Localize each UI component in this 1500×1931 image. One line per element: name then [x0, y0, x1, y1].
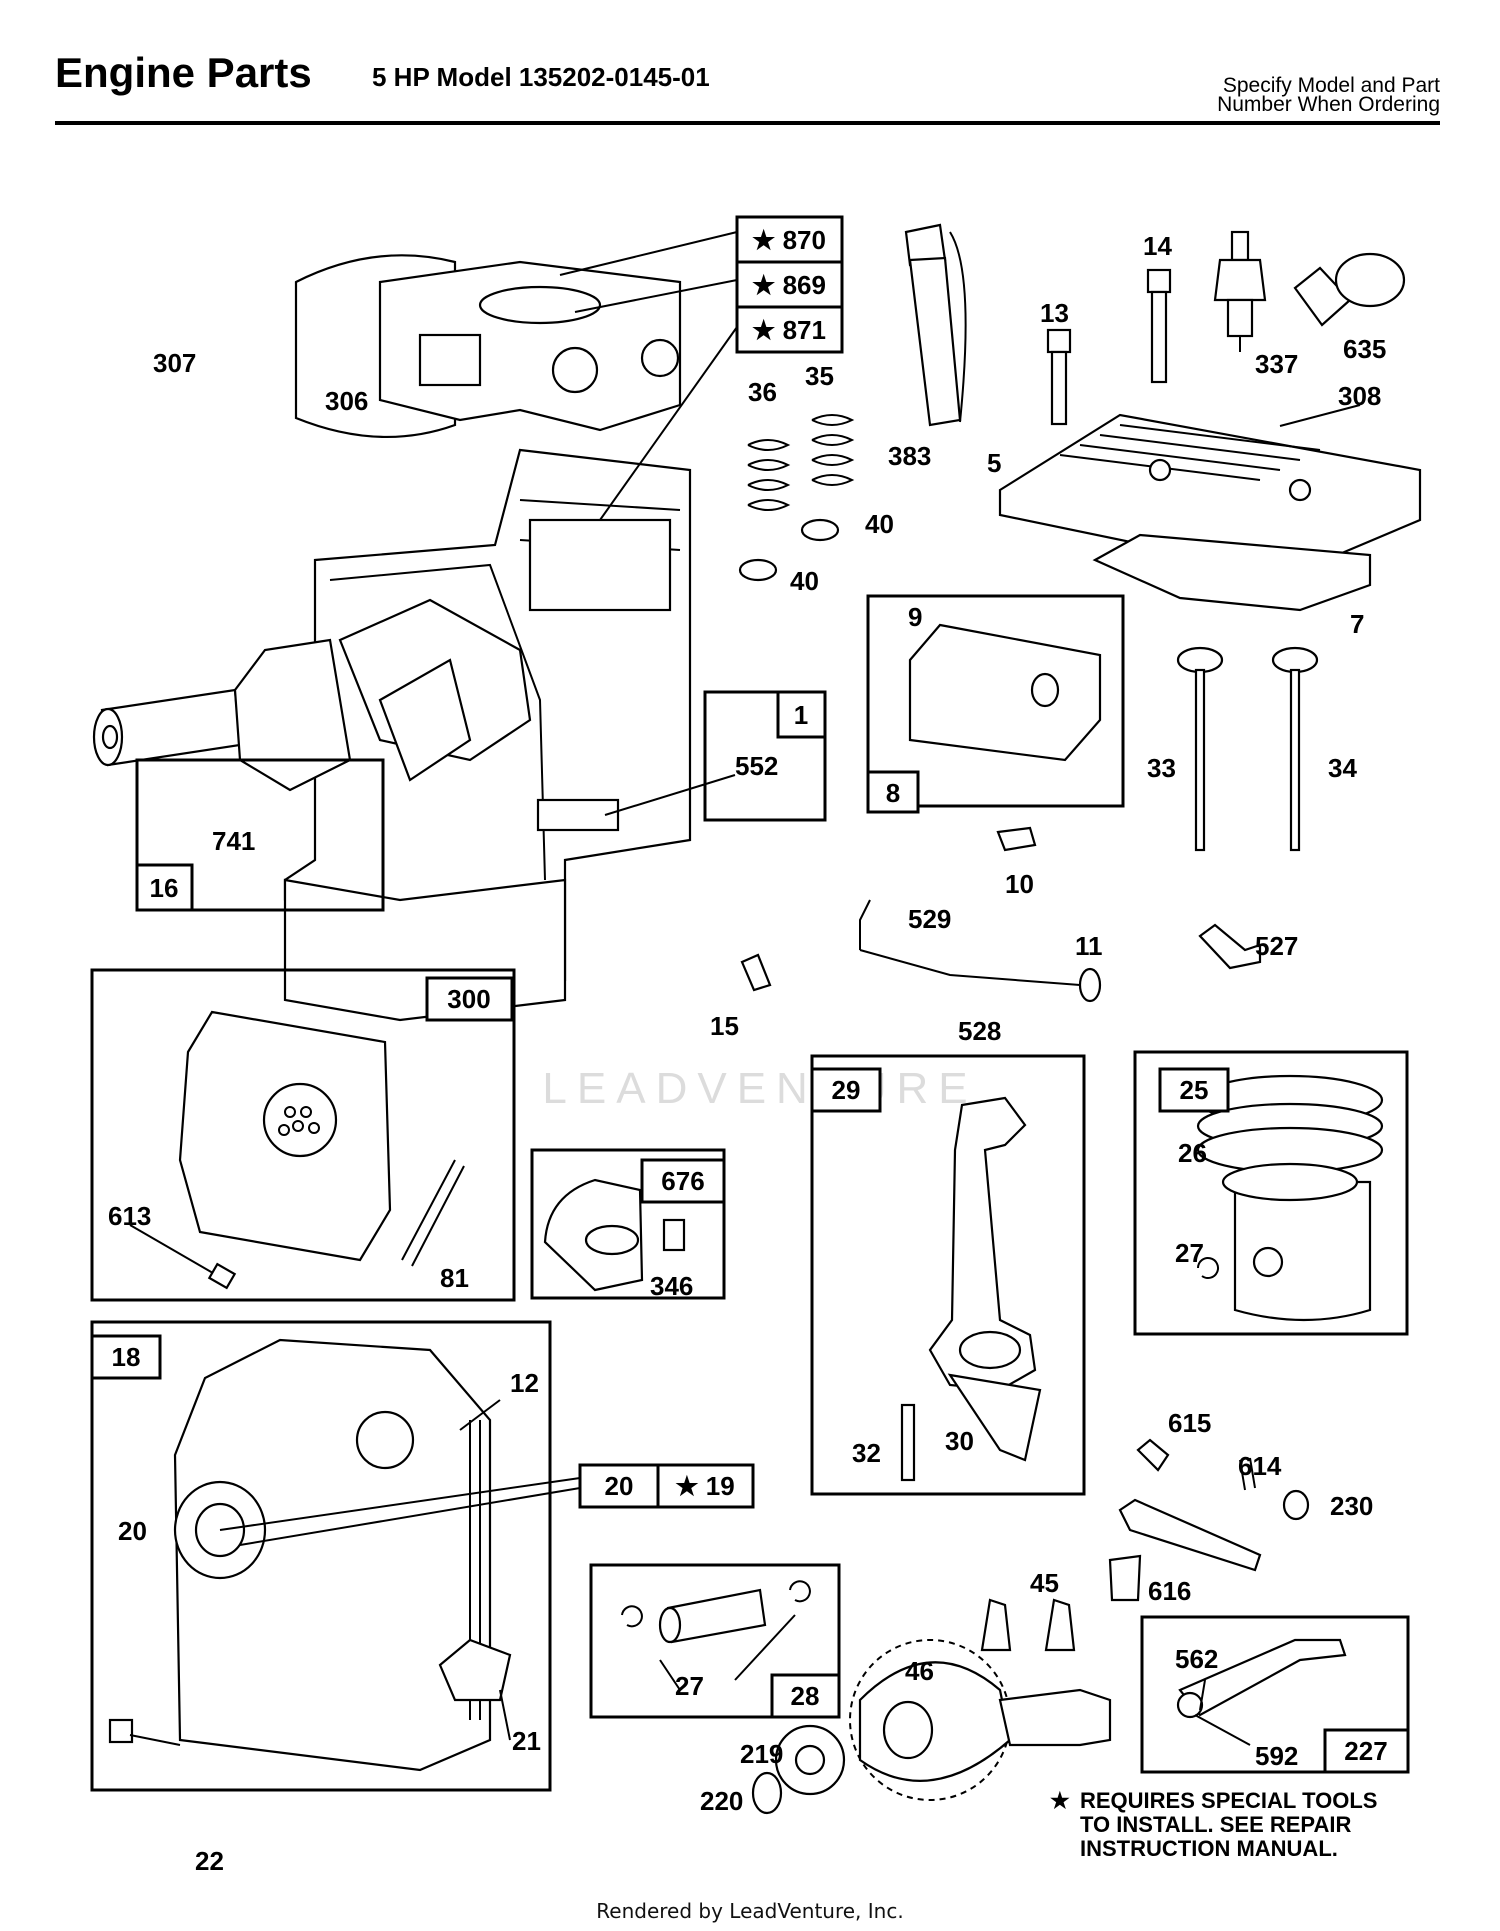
piston-pin-kit	[589, 1563, 841, 1719]
part-label-529: 529	[908, 904, 951, 934]
part-label-552: 552	[735, 751, 778, 781]
part-label-5: 5	[987, 448, 1001, 478]
governor-link-illustration	[1108, 1438, 1310, 1602]
ordering-note-line2: Number When Ordering	[1217, 93, 1440, 116]
footer-credit: Rendered by LeadVenture, Inc.	[596, 1899, 903, 1923]
valve-springs-illustration	[738, 414, 855, 582]
note-line-2: TO INSTALL. SEE REPAIR	[1080, 1812, 1351, 1837]
part-label-45: 45	[1030, 1568, 1059, 1598]
part-label-27-piston: 27	[1175, 1238, 1204, 1268]
part-label-46: 46	[905, 1656, 934, 1686]
part-labels: 307 306 36 35 383 13 14 337 635 308 5 40…	[108, 231, 1386, 1876]
page-title: Engine Parts	[55, 49, 312, 96]
kit-tag-300: 300	[447, 984, 490, 1014]
kit-tags: ★ 870 ★ 869 ★ 871 1 16 8 300 676 29 25 1…	[90, 215, 1410, 1774]
note-line-3: INSTRUCTION MANUAL.	[1080, 1836, 1338, 1861]
kit-tag-28: 28	[791, 1681, 820, 1711]
part-label-27-pin: 27	[675, 1671, 704, 1701]
part-label-741: 741	[212, 826, 255, 856]
part-label-592: 592	[1255, 1741, 1298, 1771]
part-label-616: 616	[1148, 1576, 1191, 1606]
piston-kit	[1133, 1050, 1409, 1336]
kit-tag-1: 1	[794, 700, 808, 730]
part-label-306: 306	[325, 386, 368, 416]
note-line-1: REQUIRES SPECIAL TOOLS	[1080, 1788, 1377, 1813]
kit-tag-676: 676	[661, 1166, 704, 1196]
part-label-34: 34	[1328, 753, 1357, 783]
part-label-7: 7	[1350, 609, 1364, 639]
breather-kit	[866, 594, 1125, 808]
part-label-528: 528	[958, 1016, 1001, 1046]
part-label-81: 81	[440, 1263, 469, 1293]
part-label-40-upper: 40	[865, 509, 894, 539]
part-label-10: 10	[1005, 869, 1034, 899]
special-tools-note: ★ REQUIRES SPECIAL TOOLS TO INSTALL. SEE…	[1050, 1788, 1377, 1861]
kit-tag-871: ★ 871	[752, 315, 826, 345]
part-label-615: 615	[1168, 1408, 1211, 1438]
part-label-562: 562	[1175, 1644, 1218, 1674]
watermark: LEADVENTURE	[542, 1064, 977, 1113]
kit-tag-29: 29	[832, 1075, 861, 1105]
ordering-note-line1: Specify Model and Part	[1223, 74, 1440, 97]
kit-tag-870: ★ 870	[752, 225, 826, 255]
kit-tag-869: ★ 869	[752, 270, 826, 300]
kit-tag-16: 16	[150, 873, 179, 903]
part-label-9: 9	[908, 602, 922, 632]
part-label-21: 21	[512, 1726, 541, 1756]
valves-illustration	[1176, 646, 1319, 852]
connecting-rod-kit	[810, 1054, 1086, 1496]
part-label-614: 614	[1238, 1451, 1282, 1481]
muffler-holes	[262, 1082, 338, 1158]
part-label-635: 635	[1343, 334, 1386, 364]
part-label-12: 12	[510, 1368, 539, 1398]
part-label-14: 14	[1143, 231, 1172, 261]
part-label-30: 30	[945, 1426, 974, 1456]
part-label-230: 230	[1330, 1491, 1373, 1521]
part-label-308: 308	[1338, 381, 1381, 411]
part-label-20: 20	[118, 1516, 147, 1546]
kit-tag-8: 8	[886, 778, 900, 808]
note-star: ★	[1050, 1788, 1070, 1813]
kit-tag-25: 25	[1180, 1075, 1209, 1105]
part-label-337: 337	[1255, 349, 1298, 379]
camshaft-illustration	[751, 1598, 1112, 1815]
part-label-383: 383	[888, 441, 931, 471]
part-label-22: 22	[195, 1846, 224, 1876]
model-number: 5 HP Model 135202-0145-01	[372, 62, 710, 92]
part-label-346: 346	[650, 1271, 693, 1301]
part-label-13: 13	[1040, 298, 1069, 328]
kit-tag-20: 20	[605, 1471, 634, 1501]
crankshaft-illustration	[92, 598, 532, 792]
part-label-32: 32	[852, 1438, 881, 1468]
part-label-35: 35	[805, 361, 834, 391]
breather-tube-illustration	[740, 826, 1262, 1003]
crankcase-cover-kit	[90, 1320, 552, 1792]
plug-wrench-illustration	[904, 223, 967, 427]
kit-tag-227: 227	[1344, 1736, 1387, 1766]
part-label-220: 220	[700, 1786, 743, 1816]
part-label-527: 527	[1255, 931, 1298, 961]
head-bolts-illustration	[1046, 268, 1172, 426]
kit-tag-19: ★ 19	[675, 1471, 734, 1501]
kit-tag-18: 18	[112, 1342, 141, 1372]
part-label-307: 307	[153, 348, 196, 378]
cylinder-head-illustration	[998, 413, 1422, 612]
leader-lines	[219, 231, 1361, 1746]
part-label-26: 26	[1178, 1138, 1207, 1168]
part-label-40-lower: 40	[790, 566, 819, 596]
governor-lever-kit	[1140, 1615, 1410, 1774]
part-label-11: 11	[1075, 931, 1103, 961]
part-label-33: 33	[1147, 753, 1176, 783]
part-label-15: 15	[710, 1011, 739, 1041]
spark-plug-boot-illustration	[1293, 252, 1406, 327]
part-label-219: 219	[740, 1739, 783, 1769]
part-label-36: 36	[748, 377, 777, 407]
spark-plug-illustration	[1213, 230, 1267, 352]
muffler-kit	[90, 968, 516, 1302]
part-label-613: 613	[108, 1201, 151, 1231]
screen-kit	[530, 1148, 726, 1300]
